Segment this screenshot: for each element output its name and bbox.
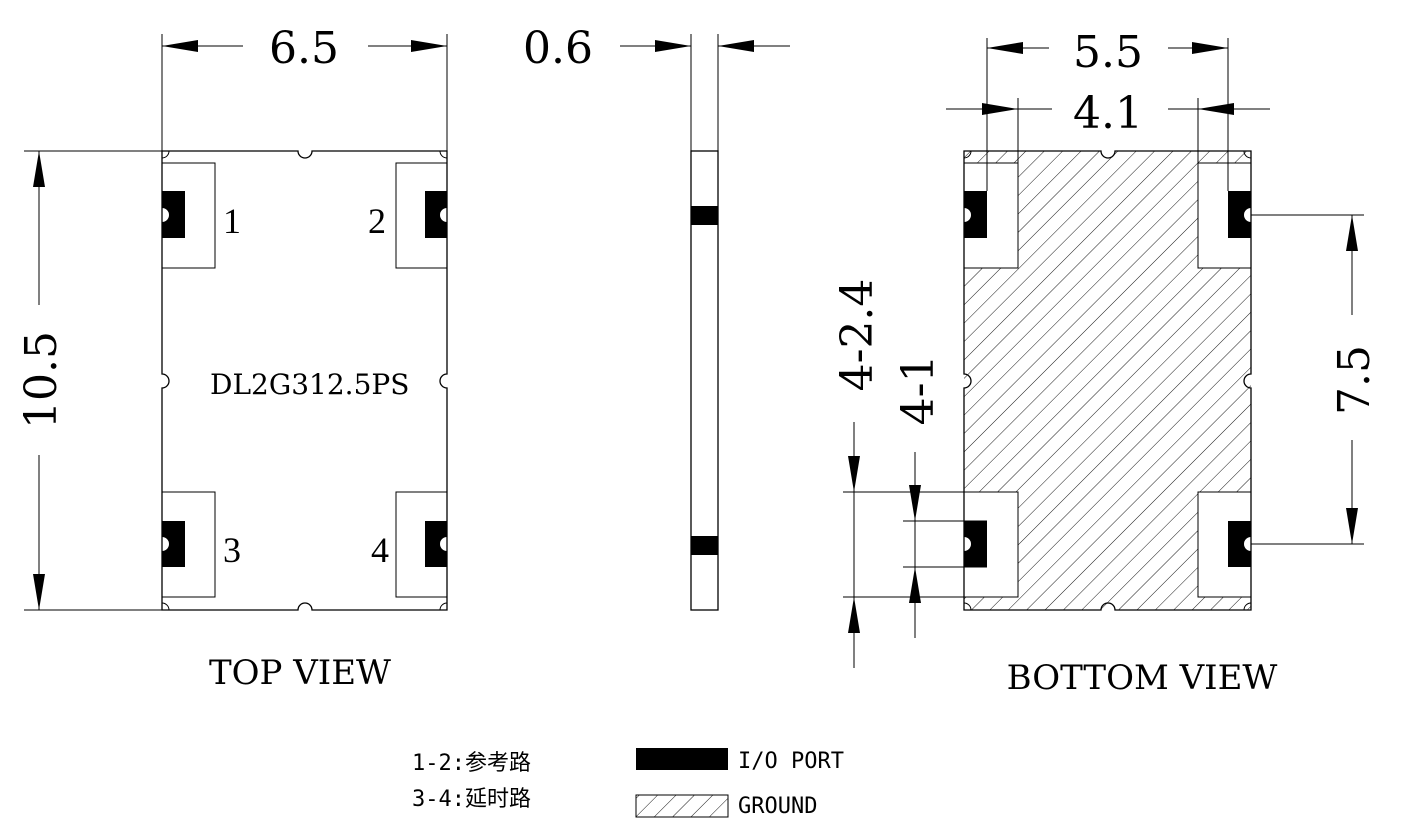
pad-width-dimension-label: 4-1 xyxy=(893,355,944,426)
height-dimension-label: 10.5 xyxy=(16,331,67,429)
corner-castellation xyxy=(161,602,170,611)
bottom-io-terminal-3 xyxy=(964,521,987,567)
legend-io-port-swatch xyxy=(636,748,728,770)
pin-label-1: 1 xyxy=(223,201,241,241)
part-number: DL2G312.5PS xyxy=(210,368,409,401)
arrowhead xyxy=(718,40,754,52)
pad-outline-1 xyxy=(161,162,216,269)
pin-label-2: 2 xyxy=(368,201,386,241)
side-io-terminal xyxy=(691,206,718,225)
arrowhead xyxy=(848,597,860,633)
arrowhead xyxy=(982,103,1018,115)
pad-length-dimension-label: 4-2.4 xyxy=(832,279,883,392)
bottom-view: 5.5 4.1 7.5 4-2.4 xyxy=(832,27,1380,698)
arrowhead xyxy=(987,42,1023,54)
top-view-caption: TOP VIEW xyxy=(209,653,391,693)
legend-ground-swatch xyxy=(635,794,729,818)
bottom-view-body-outline xyxy=(963,150,1252,611)
arrowhead xyxy=(848,456,860,492)
corner-castellation xyxy=(439,602,448,611)
arrowhead xyxy=(1346,215,1358,251)
io-terminal-1 xyxy=(162,191,185,238)
legend-ground-label: GROUND xyxy=(738,794,817,819)
legend-io-port-label: I/O PORT xyxy=(738,749,844,774)
arrowhead xyxy=(1192,42,1228,54)
pad-pitch-dimension-label: 7.5 xyxy=(1329,345,1380,415)
arrowhead xyxy=(655,40,691,52)
io-terminal-2 xyxy=(425,191,447,238)
width-dimension-label: 6.5 xyxy=(269,23,339,74)
corner-castellation xyxy=(963,150,972,159)
arrowhead xyxy=(411,40,447,52)
bottom-pad-outline-1 xyxy=(963,162,1019,269)
inner-width-dimension-label: 4.1 xyxy=(1073,88,1143,139)
top-view: 1 2 3 4 DL2G312.5PS 6.5 10.5 TOP VIEW xyxy=(16,23,448,693)
side-view-body xyxy=(690,150,719,611)
corner-castellation xyxy=(161,150,170,159)
arrowhead xyxy=(909,485,921,521)
top-view-body-outline xyxy=(161,150,448,611)
pad-outline-4 xyxy=(395,491,448,598)
arrowhead xyxy=(162,40,198,52)
arrowhead xyxy=(33,151,45,187)
bottom-io-terminal-4 xyxy=(1228,521,1251,567)
arrowhead xyxy=(909,567,921,603)
legend-pin-note-1: 1-2:参考路 xyxy=(412,751,531,776)
io-terminal-3 xyxy=(162,521,185,567)
io-terminal-4 xyxy=(425,521,447,567)
pin-label-3: 3 xyxy=(223,530,241,570)
corner-castellation xyxy=(1243,150,1252,159)
arrowhead xyxy=(1346,508,1358,544)
thickness-dimension-label: 0.6 xyxy=(523,23,593,74)
bottom-pad-outline-3 xyxy=(963,491,1019,598)
pin-label-4: 4 xyxy=(371,530,389,570)
corner-castellation xyxy=(1243,602,1252,611)
bottom-io-terminal-2 xyxy=(1228,191,1251,238)
arrowhead xyxy=(1198,103,1234,115)
pad-outline-2 xyxy=(395,162,448,269)
side-view: 0.6 xyxy=(523,23,790,611)
corner-castellation xyxy=(439,150,448,159)
arrowhead xyxy=(33,574,45,610)
outer-width-dimension-label: 5.5 xyxy=(1073,27,1143,78)
bottom-view-caption: BOTTOM VIEW xyxy=(1007,658,1278,698)
pad-outline-3 xyxy=(161,491,216,598)
bottom-io-terminal-1 xyxy=(964,191,987,238)
side-io-terminal xyxy=(691,536,718,555)
ground-pad-hatch xyxy=(964,151,1251,610)
legend-pin-note-2: 3-4:延时路 xyxy=(412,787,531,812)
legend: 1-2:参考路 3-4:延时路 I/O PORT GROUND xyxy=(412,748,844,819)
corner-castellation xyxy=(963,602,972,611)
